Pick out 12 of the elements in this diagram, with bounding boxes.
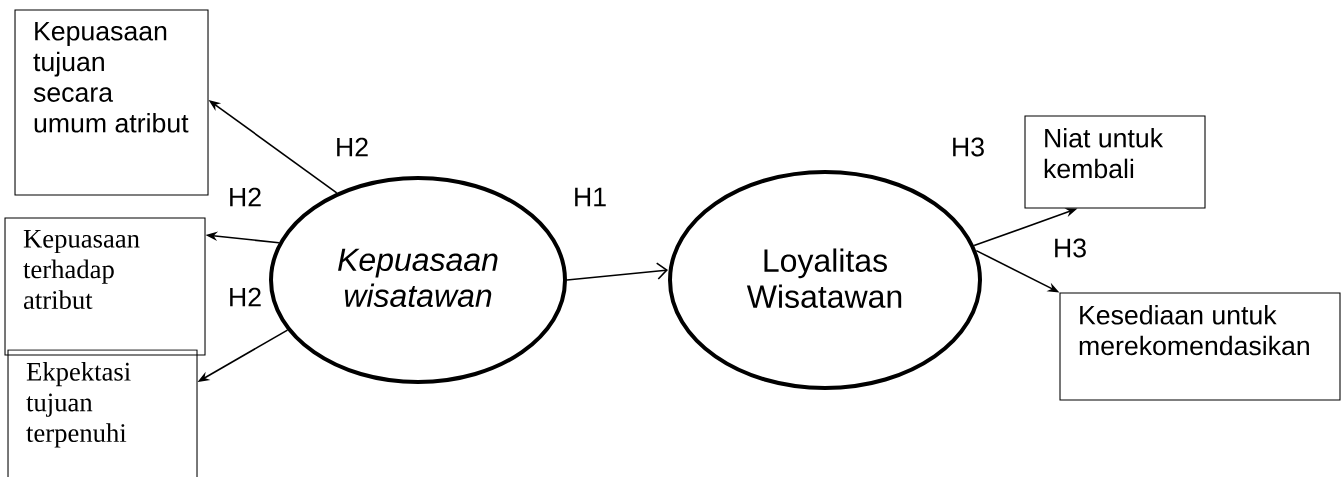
text-box: Kepuasaan tujuan secara umum atribut bbox=[14, 9, 209, 196]
text-box: Ekpektasi tujuan terpenuhi bbox=[7, 349, 198, 477]
edge-label: H3 bbox=[953, 137, 984, 157]
edge-label: H3 bbox=[1055, 238, 1086, 258]
edge-label: H2 bbox=[337, 137, 368, 157]
text-box: Niat untuk kembali bbox=[1024, 115, 1206, 209]
text-box: Kepuasaan terhadap atribut bbox=[4, 217, 206, 356]
edge-label: H2 bbox=[230, 187, 261, 207]
edge-label: H2 bbox=[230, 287, 261, 307]
arrow bbox=[566, 262, 668, 281]
edge-label: H1 bbox=[575, 187, 606, 207]
text-box: Kesediaan untuk merekomendasikan bbox=[1059, 292, 1341, 401]
